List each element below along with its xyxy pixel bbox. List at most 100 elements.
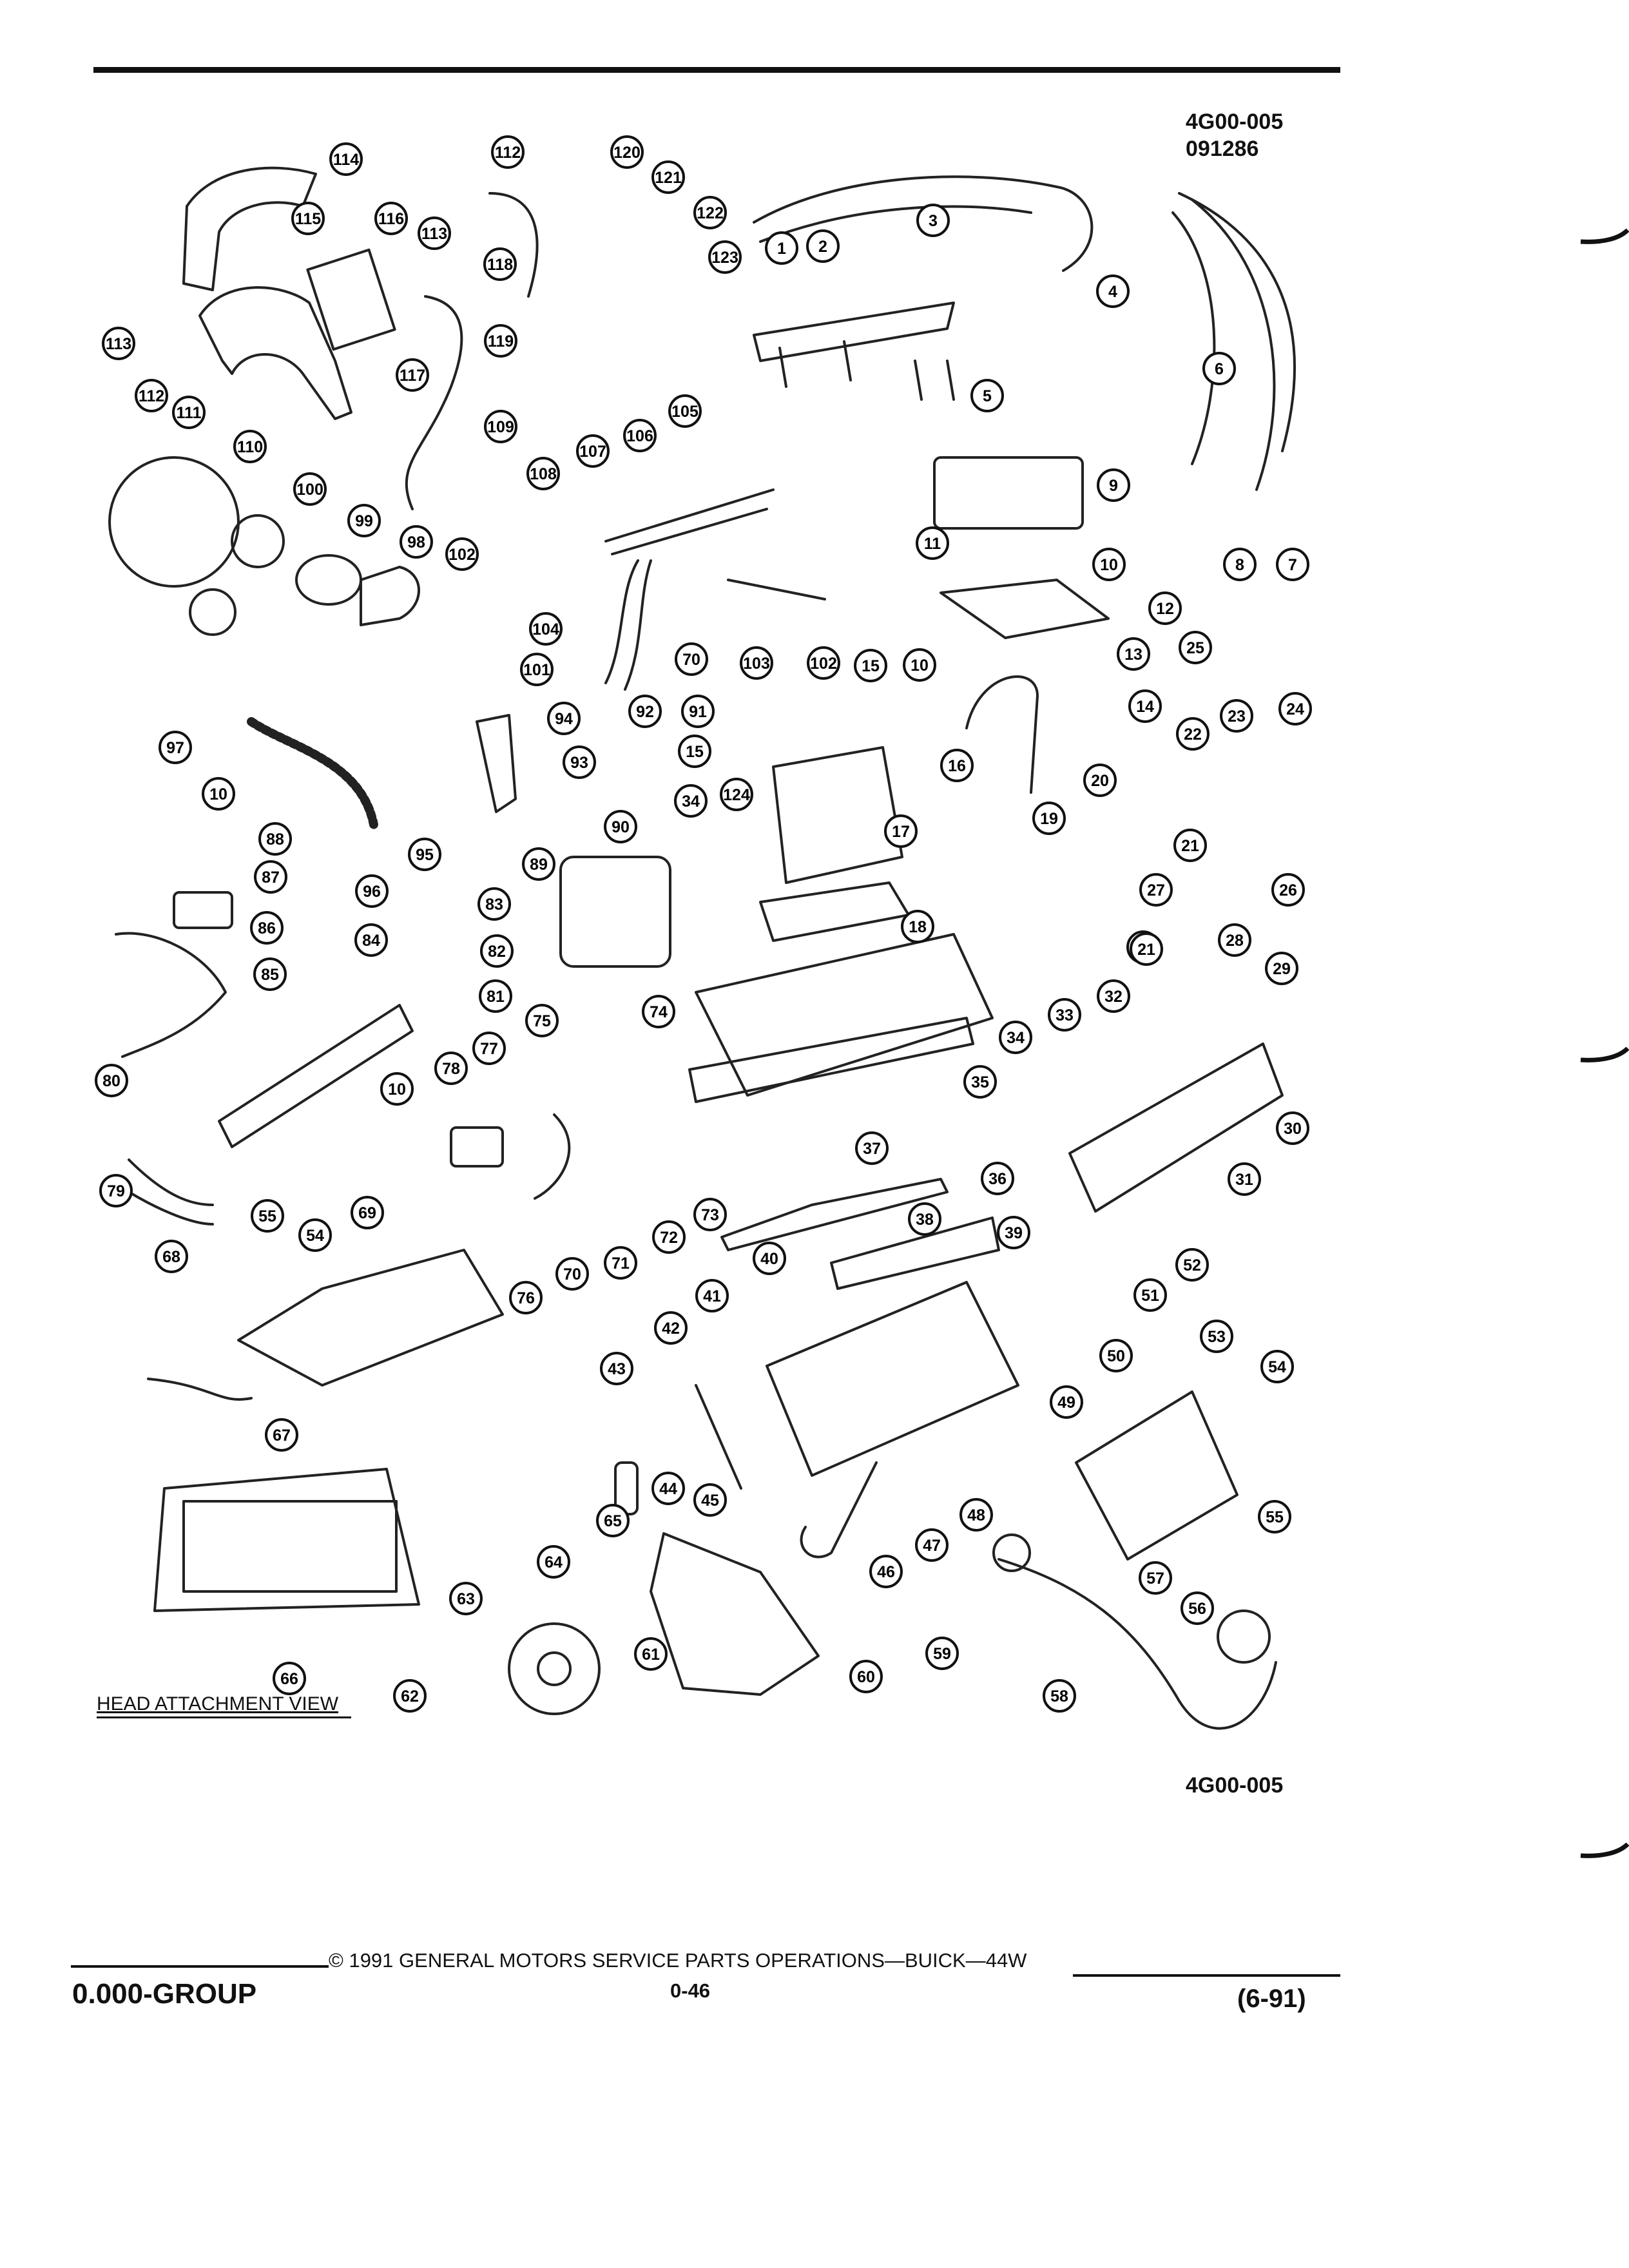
callout-119: 119 <box>484 324 517 358</box>
callout-8: 8 <box>1223 548 1257 581</box>
callout-54: 54 <box>1260 1350 1294 1383</box>
callout-circle <box>102 327 135 360</box>
callout-circle <box>1260 1350 1294 1383</box>
callout-number: 12 <box>1156 600 1174 618</box>
callout-circle <box>484 324 517 358</box>
callout-circle <box>1278 692 1312 726</box>
callout-76: 76 <box>509 1281 543 1314</box>
callout-circle <box>604 1246 637 1280</box>
callout-circle <box>654 1311 688 1345</box>
callout-circle <box>434 1052 468 1085</box>
callout-circle <box>925 1637 959 1670</box>
callout-38: 38 <box>908 1202 941 1236</box>
callout-number: 39 <box>1005 1224 1023 1242</box>
callout-circle <box>479 979 512 1013</box>
callout-61: 61 <box>634 1637 668 1671</box>
callout-circle <box>693 196 727 229</box>
callout-circle <box>555 1257 589 1291</box>
callout-circle <box>418 216 451 250</box>
callout-number: 86 <box>258 919 276 937</box>
callout-number: 63 <box>457 1590 475 1608</box>
callout-120: 120 <box>610 135 644 169</box>
binder-mark-2 <box>1580 1047 1629 1062</box>
callout-number: 76 <box>517 1289 535 1307</box>
callout-number: 111 <box>177 404 202 422</box>
callout-number: 3 <box>929 212 938 230</box>
callout-57: 57 <box>1139 1561 1172 1595</box>
callout-number: 17 <box>892 823 910 841</box>
callout-number: 67 <box>273 1427 291 1445</box>
callout-circle <box>1228 1162 1261 1196</box>
callout-number: 102 <box>448 546 476 564</box>
callout-circle <box>251 1199 284 1233</box>
callout-circle <box>854 649 887 682</box>
callout-66: 66 <box>273 1662 306 1695</box>
callout-number: 118 <box>487 256 513 274</box>
callout-number: 1 <box>777 240 786 258</box>
callout-number: 10 <box>911 657 929 675</box>
cylinder-head <box>766 1281 1019 1477</box>
pulley <box>508 1622 601 1715</box>
callout-circle <box>678 735 711 768</box>
callout-36: 36 <box>981 1162 1014 1195</box>
exhaust-manifold-right <box>1075 1390 1239 1561</box>
callout-circle <box>253 957 287 991</box>
pushrod <box>695 1384 742 1490</box>
callout-circle <box>293 472 327 506</box>
callout-number: 107 <box>579 443 606 461</box>
callout-23: 23 <box>1220 699 1253 733</box>
callout-number: 99 <box>355 512 373 530</box>
callout-circle <box>233 430 267 463</box>
callout-circle <box>354 923 388 957</box>
callout-111: 111 <box>172 396 206 429</box>
callout-number: 21 <box>1181 837 1199 855</box>
callout-circle <box>1096 274 1130 308</box>
callout-circle <box>1133 1278 1167 1312</box>
callout-number: 84 <box>362 932 380 950</box>
callout-number: 90 <box>612 818 630 836</box>
callout-circle <box>855 1131 889 1165</box>
callout-number: 95 <box>416 846 434 864</box>
callout-16: 16 <box>940 749 974 782</box>
callout-87: 87 <box>254 860 287 894</box>
callout-37: 37 <box>855 1131 889 1165</box>
callout-circle <box>484 410 517 443</box>
callout-90: 90 <box>604 810 637 843</box>
callout-circle <box>981 1162 1014 1195</box>
callout-circle <box>480 934 514 968</box>
callout-circle <box>681 695 715 728</box>
solenoid-valve <box>173 891 233 929</box>
callout-number: 113 <box>106 335 131 353</box>
callout-number: 2 <box>818 238 827 256</box>
figure-code-top: 4G00-005 <box>1186 110 1284 134</box>
callout-62: 62 <box>393 1679 427 1713</box>
callout-9: 9 <box>1097 468 1130 502</box>
callout-number: 9 <box>1109 477 1118 495</box>
callout-number: 26 <box>1279 881 1297 899</box>
callout-number: 82 <box>488 943 506 961</box>
callout-32: 32 <box>1097 979 1130 1013</box>
callout-34: 34 <box>674 784 708 818</box>
revision-date: (6-91) <box>1237 1984 1306 2013</box>
callout-circle <box>1139 1561 1172 1595</box>
group-number: 0.000-GROUP <box>72 1978 257 2010</box>
callout-number: 75 <box>533 1012 551 1030</box>
callout-91: 91 <box>681 695 715 728</box>
callout-number: 21 <box>1137 941 1155 959</box>
callout-circle <box>1265 952 1298 985</box>
callout-circle <box>915 1528 949 1562</box>
callout-circle <box>765 231 798 265</box>
callout-115: 115 <box>291 202 325 235</box>
callout-72: 72 <box>652 1220 686 1254</box>
callout-number: 45 <box>701 1492 719 1510</box>
callout-circle <box>1048 998 1081 1032</box>
callout-circle <box>963 1065 997 1099</box>
callout-112: 112 <box>135 379 168 412</box>
callout-circle <box>1202 352 1236 385</box>
callout-number: 106 <box>626 427 653 445</box>
callout-14: 14 <box>1128 689 1162 723</box>
callout-number: 40 <box>760 1250 778 1268</box>
oil-feed-pipe <box>604 488 775 555</box>
injectors <box>778 340 955 401</box>
callout-97: 97 <box>159 731 192 764</box>
